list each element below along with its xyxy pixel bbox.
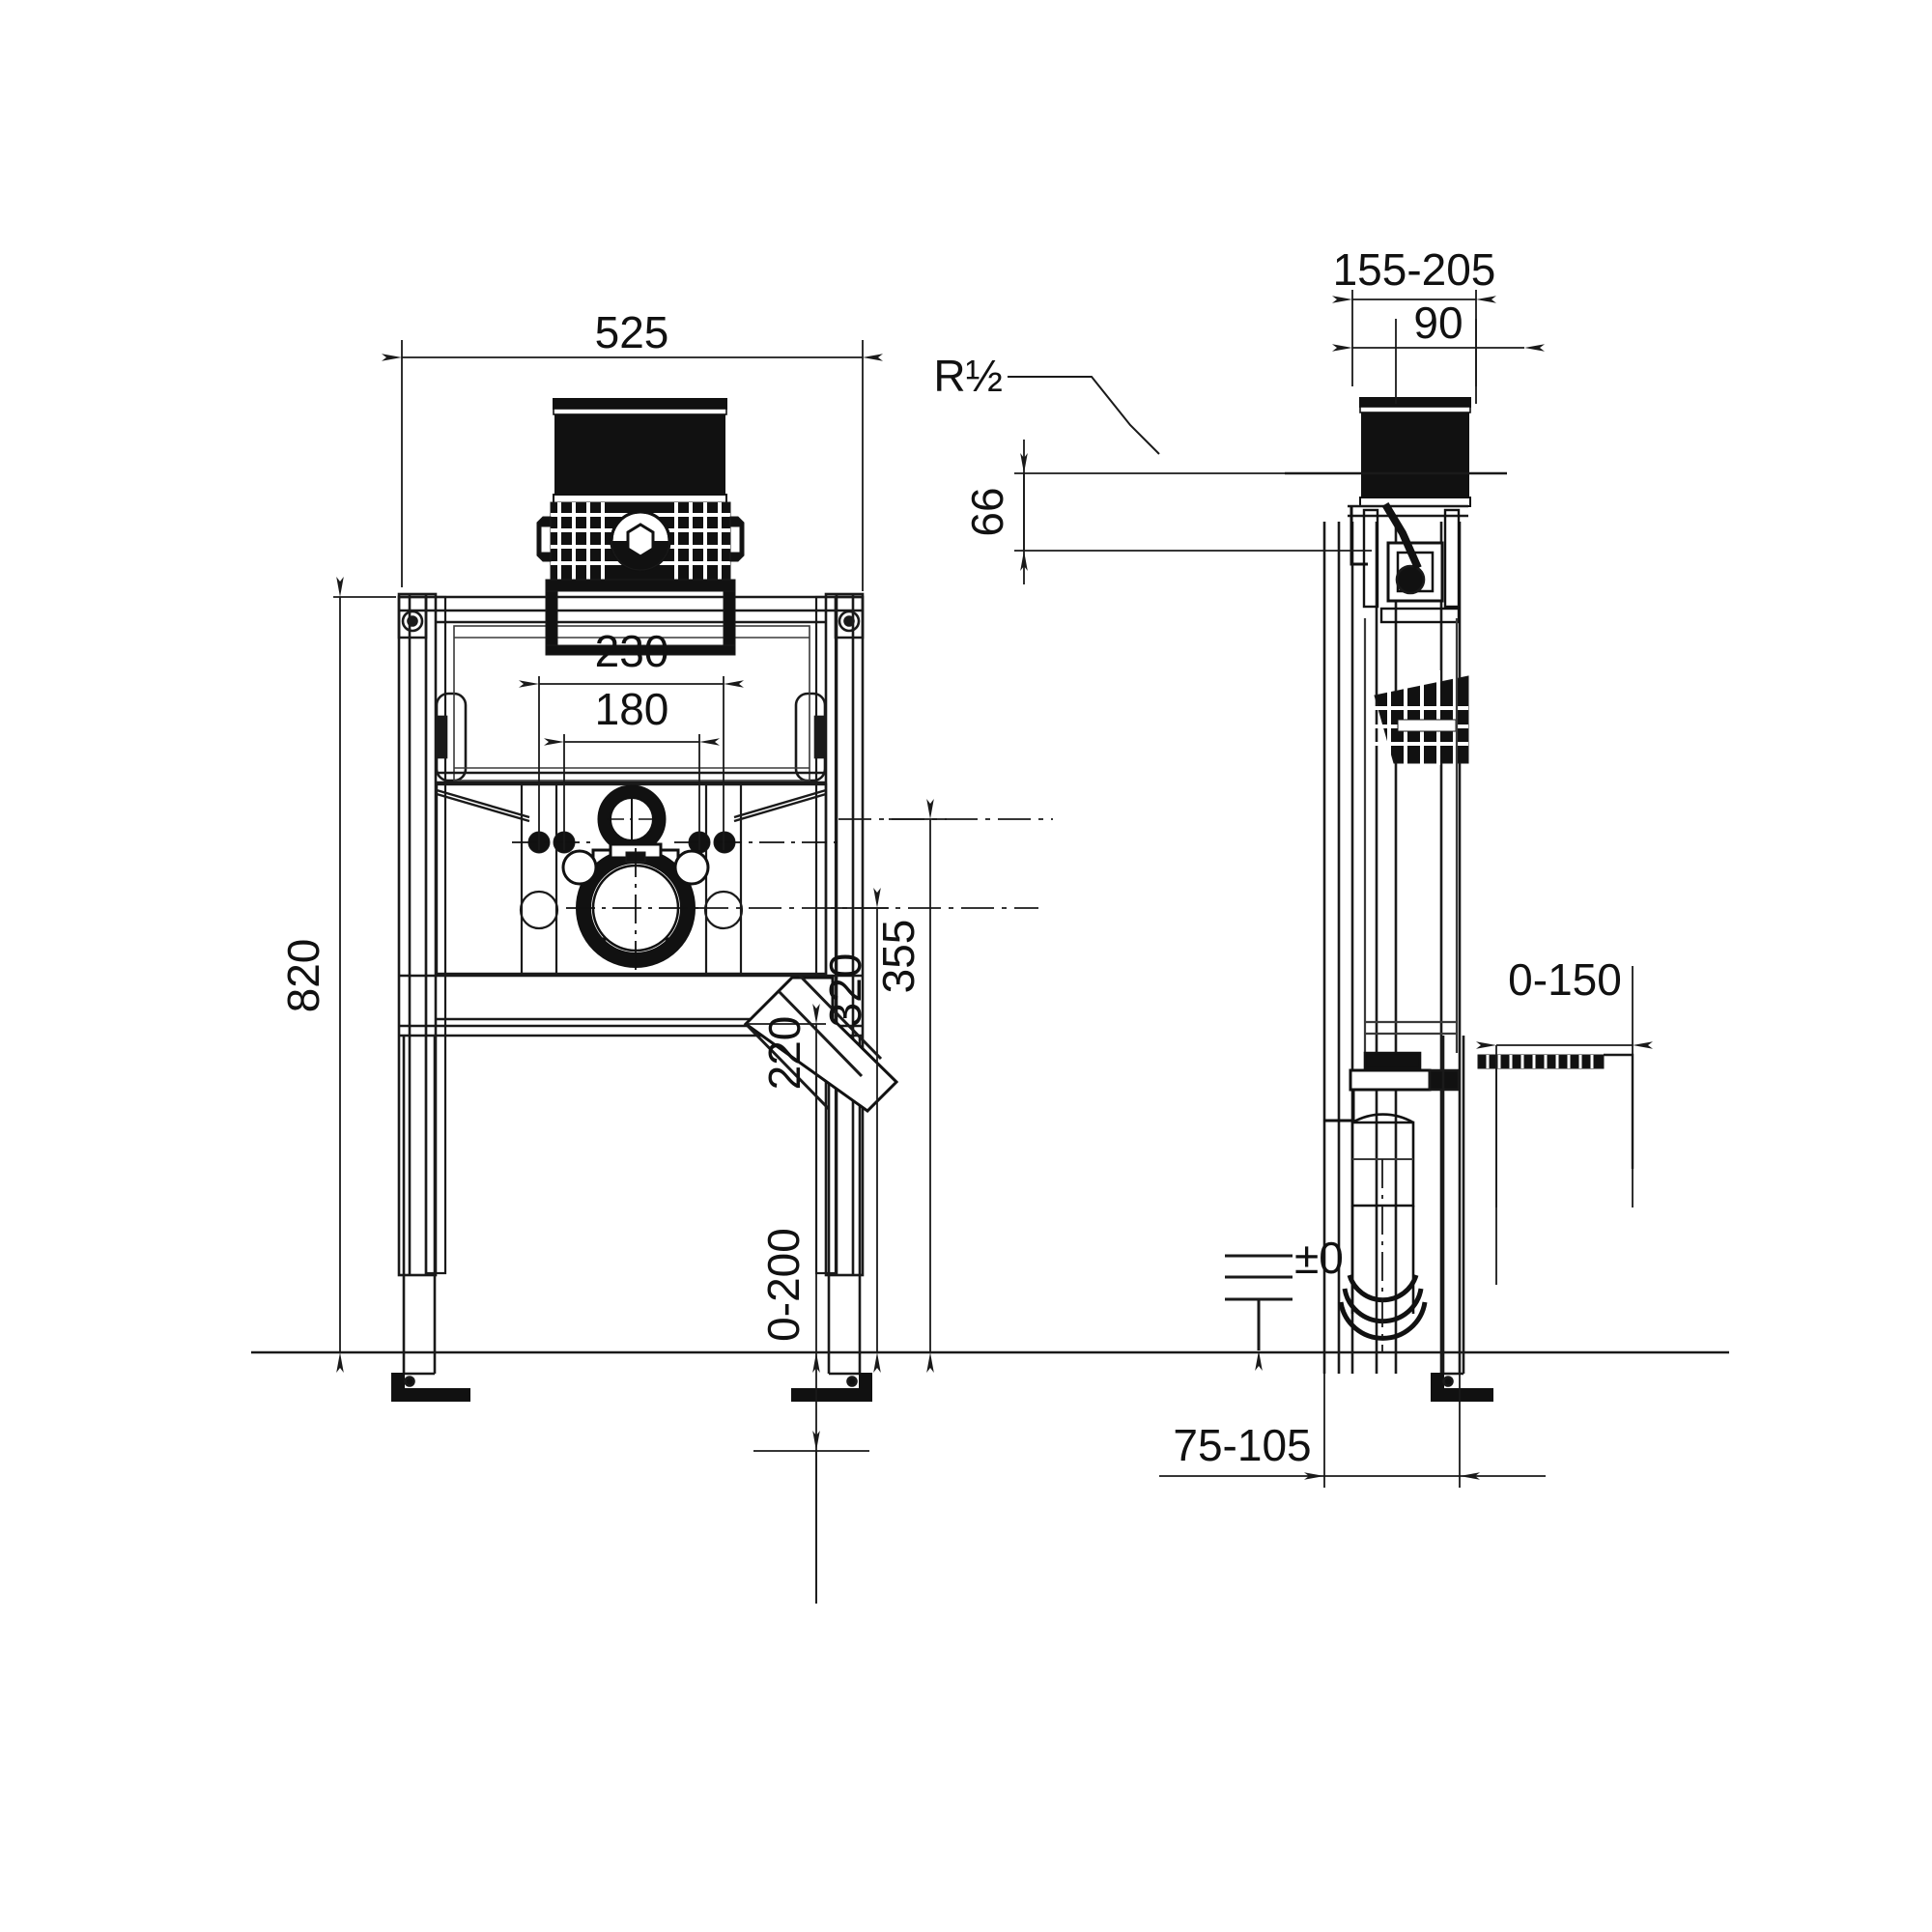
- side-outlet-elbow: [1323, 1090, 1428, 1352]
- dim-75-105: [1159, 1352, 1546, 1488]
- side-inlet-valve: [1350, 501, 1461, 624]
- front-mounting-lug-left: [397, 595, 428, 639]
- dim-220: [746, 1004, 826, 1373]
- side-body-outline: [1363, 618, 1459, 1053]
- front-flush-valve-housing: [553, 398, 727, 505]
- dim-0-200: [753, 1352, 869, 1604]
- dim-0-150: [1476, 966, 1653, 1285]
- dim-label-820: 820: [278, 939, 328, 1013]
- front-top-rail: [399, 595, 863, 624]
- dim-label-220: 220: [759, 1016, 810, 1091]
- front-flush-pipe-port: [597, 784, 667, 854]
- dim-label-0-150: 0-150: [1508, 954, 1622, 1005]
- dim-label-155-205: 155-205: [1333, 244, 1496, 295]
- dim-820: [333, 577, 396, 1373]
- front-cistern-outline: [453, 625, 810, 781]
- front-side-clip-right: [794, 692, 827, 782]
- leader-R-half: [1008, 376, 1160, 455]
- side-threaded-rod: [1477, 1053, 1634, 1169]
- side-inspection-grid: [1374, 668, 1469, 765]
- dimension-text-layer: 525 820 230 180 220 320 355 0-200 155-20…: [278, 244, 1622, 1470]
- front-outlet-spigot: [743, 972, 899, 1113]
- side-view: [1285, 397, 1634, 1402]
- dim-230: [519, 676, 744, 850]
- dim-355: [889, 799, 947, 1373]
- dim-label-75-105: 75-105: [1173, 1420, 1311, 1470]
- dim-label-180: 180: [595, 684, 669, 734]
- front-side-clip-left: [435, 692, 468, 782]
- dim-label-90: 90: [1413, 298, 1463, 348]
- dim-label-230: 230: [595, 626, 669, 676]
- side-back-rails: [1322, 522, 1462, 1374]
- dim-label-525: 525: [595, 307, 669, 357]
- front-outlet-collar: [561, 842, 710, 976]
- front-mounting-lug-right: [834, 595, 865, 639]
- dim-label-320: 320: [820, 953, 870, 1028]
- side-flush-valve-housing: [1359, 397, 1471, 507]
- dim-label-R-half: R½: [933, 351, 1003, 401]
- dim-label-66: 66: [962, 487, 1012, 536]
- datum-symbol: [1225, 1254, 1293, 1371]
- front-view: [391, 398, 1053, 1402]
- front-support-legs: [391, 1036, 872, 1402]
- dim-180: [544, 734, 720, 850]
- dim-320: [831, 888, 889, 1373]
- front-inspection-grid: [536, 501, 745, 656]
- dim-66: [1014, 440, 1372, 584]
- front-reference-lines: [696, 818, 1053, 909]
- dim-label-0-200: 0-200: [758, 1228, 809, 1342]
- front-pan-bracket-plate: [435, 782, 828, 976]
- dim-90: [1332, 319, 1545, 404]
- dim-label-355: 355: [873, 920, 923, 994]
- front-mid-shelf: [437, 771, 826, 784]
- dim-525: [382, 340, 883, 591]
- dim-label-datum: ±0: [1294, 1233, 1344, 1283]
- side-support-leg: [1431, 1036, 1493, 1402]
